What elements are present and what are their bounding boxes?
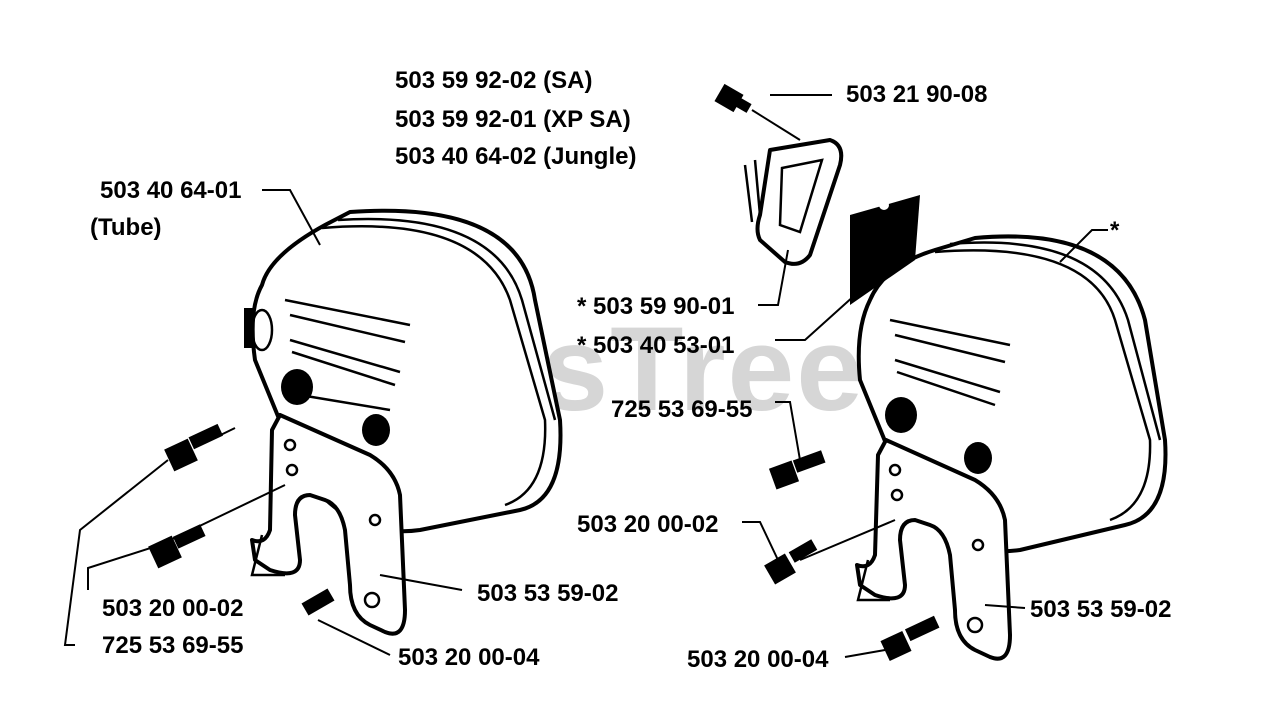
left-bolt-lower <box>148 524 206 569</box>
label-left-screw: 503 20 00-04 <box>398 644 540 671</box>
label-right-screw: 503 20 00-04 <box>687 646 829 673</box>
labels: 503 59 92-02 (SA) 503 59 92-01 (XP SA) 5… <box>90 67 1171 673</box>
right-gasket <box>743 138 844 266</box>
label-left-bolt-b: 725 53 69-55 <box>102 632 243 659</box>
label-right-screen: * 503 40 53-01 <box>577 332 734 359</box>
left-leaders <box>63 189 463 656</box>
label-top-sa: 503 59 92-02 (SA) <box>395 67 592 94</box>
label-right-top-screw: 503 21 90-08 <box>846 81 987 108</box>
right-spark-screen <box>850 195 920 305</box>
left-bolt-upper <box>164 423 224 472</box>
label-top-jungle: 503 40 64-02 (Jungle) <box>395 143 636 170</box>
left-bracket <box>250 413 407 636</box>
right-bolt-725 <box>768 450 826 490</box>
label-left-tube-number: 503 40 64-01 <box>100 177 241 204</box>
label-left-bolt-a: 503 20 00-02 <box>102 595 243 622</box>
right-bracket <box>855 438 1012 661</box>
right-top-screw <box>714 83 752 113</box>
label-right-bracket: 503 53 59-02 <box>1030 596 1171 623</box>
label-top-xp: 503 59 92-01 (XP SA) <box>395 106 631 133</box>
left-screw <box>301 588 335 616</box>
right-bolt-503 <box>764 539 818 585</box>
label-right-bolt-725: 725 53 69-55 <box>611 396 752 423</box>
label-right-star: * <box>1110 217 1120 244</box>
right-leaders <box>742 94 1108 658</box>
label-left-bracket: 503 53 59-02 <box>477 580 618 607</box>
right-screw <box>880 615 940 662</box>
label-right-gasket: * 503 59 90-01 <box>577 293 734 320</box>
label-right-bolt-503: 503 20 00-02 <box>577 511 718 538</box>
label-left-tube-text: (Tube) <box>90 214 162 241</box>
